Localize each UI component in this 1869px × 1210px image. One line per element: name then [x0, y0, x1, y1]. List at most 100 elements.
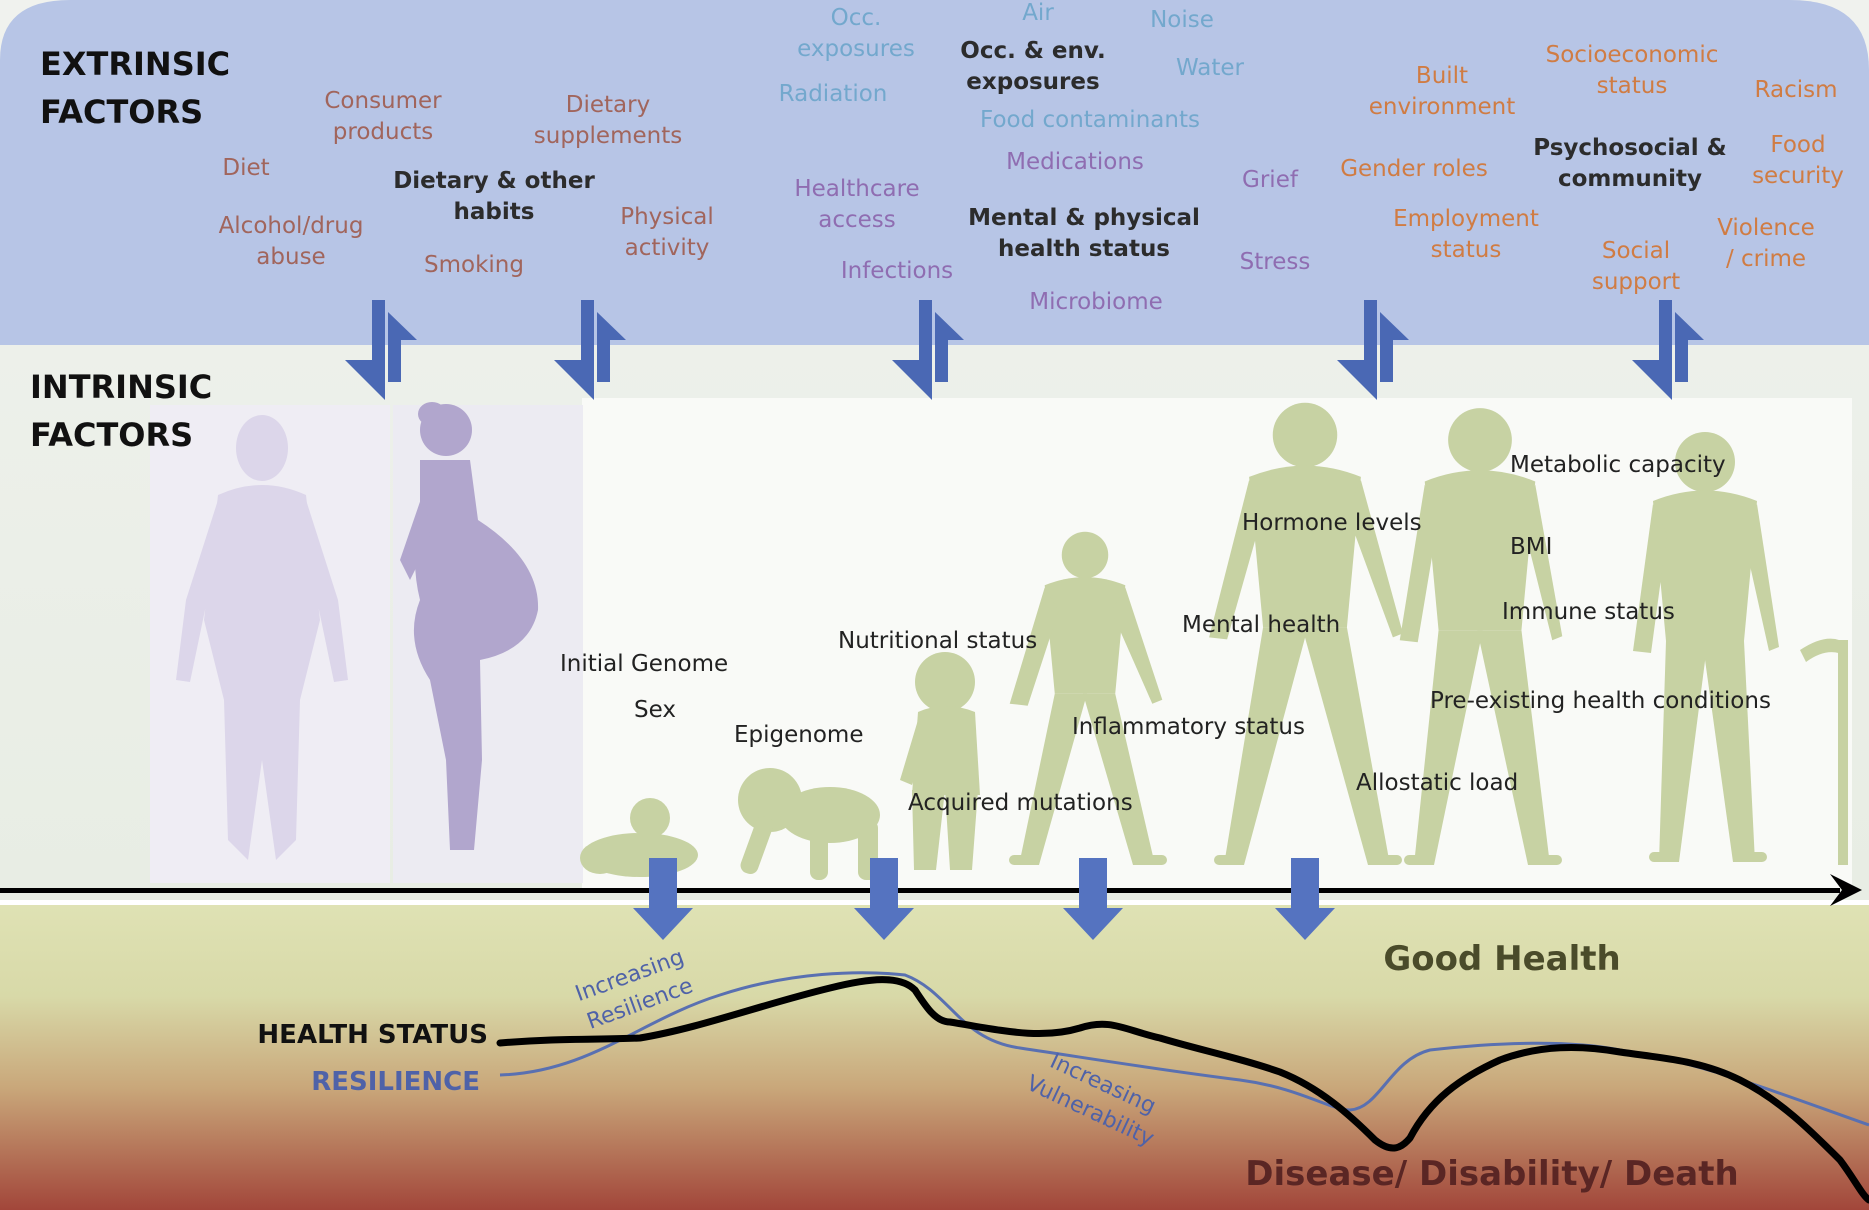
extrinsic-factor-label-line: Microbiome — [1029, 289, 1163, 315]
extrinsic-factor-label-line: Air — [1022, 0, 1054, 26]
extrinsic-factor-label-line: status — [1597, 73, 1668, 99]
extrinsic-factor-label: Water — [1176, 55, 1245, 81]
intrinsic-factor-label-line: Hormone levels — [1242, 510, 1422, 536]
extrinsic-factor-label-line: Stress — [1240, 249, 1311, 275]
adult-walking-silhouette — [1209, 402, 1403, 865]
health-band — [0, 905, 1869, 1210]
extrinsic-factor-label-line: Noise — [1150, 7, 1214, 33]
extrinsic-factor-label-line: Physical — [620, 204, 714, 230]
intrinsic-factor-label: Hormone levels — [1242, 510, 1422, 536]
intrinsic-factor-label: Mental health — [1182, 612, 1340, 638]
text-layer: EXTRINSIC FACTORS INTRINSIC FACTORS DietAlco… — [30, 0, 1844, 1194]
good-health-label-line: Good Health — [1383, 939, 1620, 979]
intrinsic-factor-label-line: Mental health — [1182, 612, 1340, 638]
extrinsic-factor-label-line: Healthcare — [794, 176, 919, 202]
intrinsic-factor-label-line: Metabolic capacity — [1510, 452, 1726, 478]
life-stage-silhouettes — [176, 402, 1848, 880]
extrinsic-factor-label: Built environment — [1369, 63, 1515, 120]
intrinsic-factors-heading-line: FACTORS — [30, 416, 193, 454]
extrinsic-factor-label: Noise — [1150, 7, 1214, 33]
extrinsic-factor-label: Microbiome — [1029, 289, 1163, 315]
double-arrow-icon — [892, 300, 964, 400]
extrinsic-factor-label: Gender roles — [1340, 156, 1488, 182]
extrinsic-factor-label-line: Built — [1416, 63, 1468, 89]
extrinsic-factor-label: Racism — [1755, 77, 1838, 103]
extrinsic-factor-label-line: environment — [1369, 94, 1515, 120]
extrinsic-factor-label: Medications — [1006, 149, 1144, 175]
extrinsic-factor-label-line: Smoking — [424, 252, 524, 278]
down-arrow-icon — [1275, 858, 1335, 940]
extrinsic-factor-label-line: Occ. & env. — [960, 38, 1105, 64]
extrinsic-factor-label-line: security — [1752, 163, 1844, 189]
extrinsic-factor-label-line: access — [818, 207, 896, 233]
extrinsic-factor-label: Occ. exposures — [797, 5, 915, 62]
intrinsic-factor-label: Immune status — [1502, 599, 1675, 625]
extrinsic-factor-label: Occ. & env. exposures — [960, 38, 1105, 95]
extrinsic-factor-label: Diet — [222, 155, 269, 181]
extrinsic-factor-label-line: supplements — [534, 123, 682, 149]
extrinsic-factor-label-line: community — [1558, 166, 1702, 192]
down-arrow-icon — [1063, 858, 1123, 940]
extrinsic-factor-label: Infections — [841, 258, 953, 284]
extrinsic-factor-label-line: Consumer — [324, 88, 442, 114]
extrinsic-factor-label: Dietary & other habits — [393, 168, 595, 225]
extrinsic-band — [0, 0, 1869, 345]
extrinsic-factors-heading-line: EXTRINSIC — [40, 45, 230, 83]
intrinsic-factor-label: Nutritional status — [838, 628, 1037, 654]
health-status-legend: HEALTH STATUS — [257, 1020, 488, 1050]
intrinsic-factor-label-line: Epigenome — [734, 722, 863, 748]
extrinsic-factor-label-line: Alcohol/drug — [219, 213, 364, 239]
resilience-legend: RESILIENCE — [311, 1067, 480, 1097]
extrinsic-factor-label-line: Violence — [1717, 215, 1815, 241]
intrinsic-factor-label: Metabolic capacity — [1510, 452, 1726, 478]
good-health-label: Good Health — [1383, 939, 1620, 979]
intrinsic-factor-label-line: Sex — [634, 697, 676, 723]
resilience-legend-line: RESILIENCE — [311, 1067, 480, 1097]
extrinsic-factor-label: Smoking — [424, 252, 524, 278]
extrinsic-factor-label-line: Employment — [1393, 206, 1539, 232]
older-adult-silhouette — [1399, 408, 1563, 865]
extrinsic-factor-label: Psychosocial &community — [1533, 135, 1726, 192]
extrinsic-factor-label-line: habits — [454, 199, 535, 225]
extrinsic-factor-label-line: support — [1592, 269, 1680, 295]
extrinsic-factor-label-line: Occ. — [831, 5, 882, 31]
adult-woman-silhouette — [176, 415, 348, 860]
extrinsic-factor-label-line: exposures — [797, 36, 915, 62]
intrinsic-factor-label-line: Acquired mutations — [908, 790, 1133, 816]
intrinsic-factor-label: Acquired mutations — [908, 790, 1133, 816]
elderly-with-cane-silhouette — [1633, 432, 1848, 865]
disease-disability-death-label: Disease/ Disability/ Death — [1245, 1154, 1738, 1194]
intrinsic-factor-label-line: Nutritional status — [838, 628, 1037, 654]
extrinsic-factor-label-line: exposures — [966, 69, 1099, 95]
exchange-arrows — [345, 300, 1704, 400]
extrinsic-factor-label-line: Dietary & other — [393, 168, 595, 194]
intrinsic-factor-label: BMI — [1510, 534, 1552, 560]
crawling-baby-silhouette — [738, 768, 880, 880]
timeline-arrow-icon — [0, 888, 1840, 893]
intrinsic-factor-label: Inflammatory status — [1072, 714, 1305, 740]
extrinsic-factor-label-line: Socioeconomic — [1546, 42, 1719, 68]
extrinsic-factor-label: Violence/ crime — [1717, 215, 1815, 272]
disease-disability-death-label-line: Disease/ Disability/ Death — [1245, 1154, 1738, 1194]
intrinsic-factor-label-line: BMI — [1510, 534, 1552, 560]
extrinsic-factors-heading-line: FACTORS — [40, 93, 203, 131]
extrinsic-factor-label-line: Radiation — [779, 81, 888, 107]
extrinsic-factor-label-line: health status — [998, 236, 1170, 262]
intrinsic-factor-label-line: Inflammatory status — [1072, 714, 1305, 740]
health-curves — [496, 971, 1869, 1204]
intrinsic-factor-label: Sex — [634, 697, 676, 723]
extrinsic-factor-label-line: Social — [1602, 238, 1670, 264]
extrinsic-factor-label-line: Diet — [222, 155, 269, 181]
extrinsic-factor-label-line: Infections — [841, 258, 953, 284]
extrinsic-factor-label-line: Racism — [1755, 77, 1838, 103]
intrinsic-factors-heading-line: INTRINSIC — [30, 368, 212, 406]
extrinsic-factor-label: Stress — [1240, 249, 1311, 275]
health-status-legend-line: HEALTH STATUS — [257, 1020, 488, 1050]
intrinsic-factor-label-line: Initial Genome — [560, 651, 728, 677]
